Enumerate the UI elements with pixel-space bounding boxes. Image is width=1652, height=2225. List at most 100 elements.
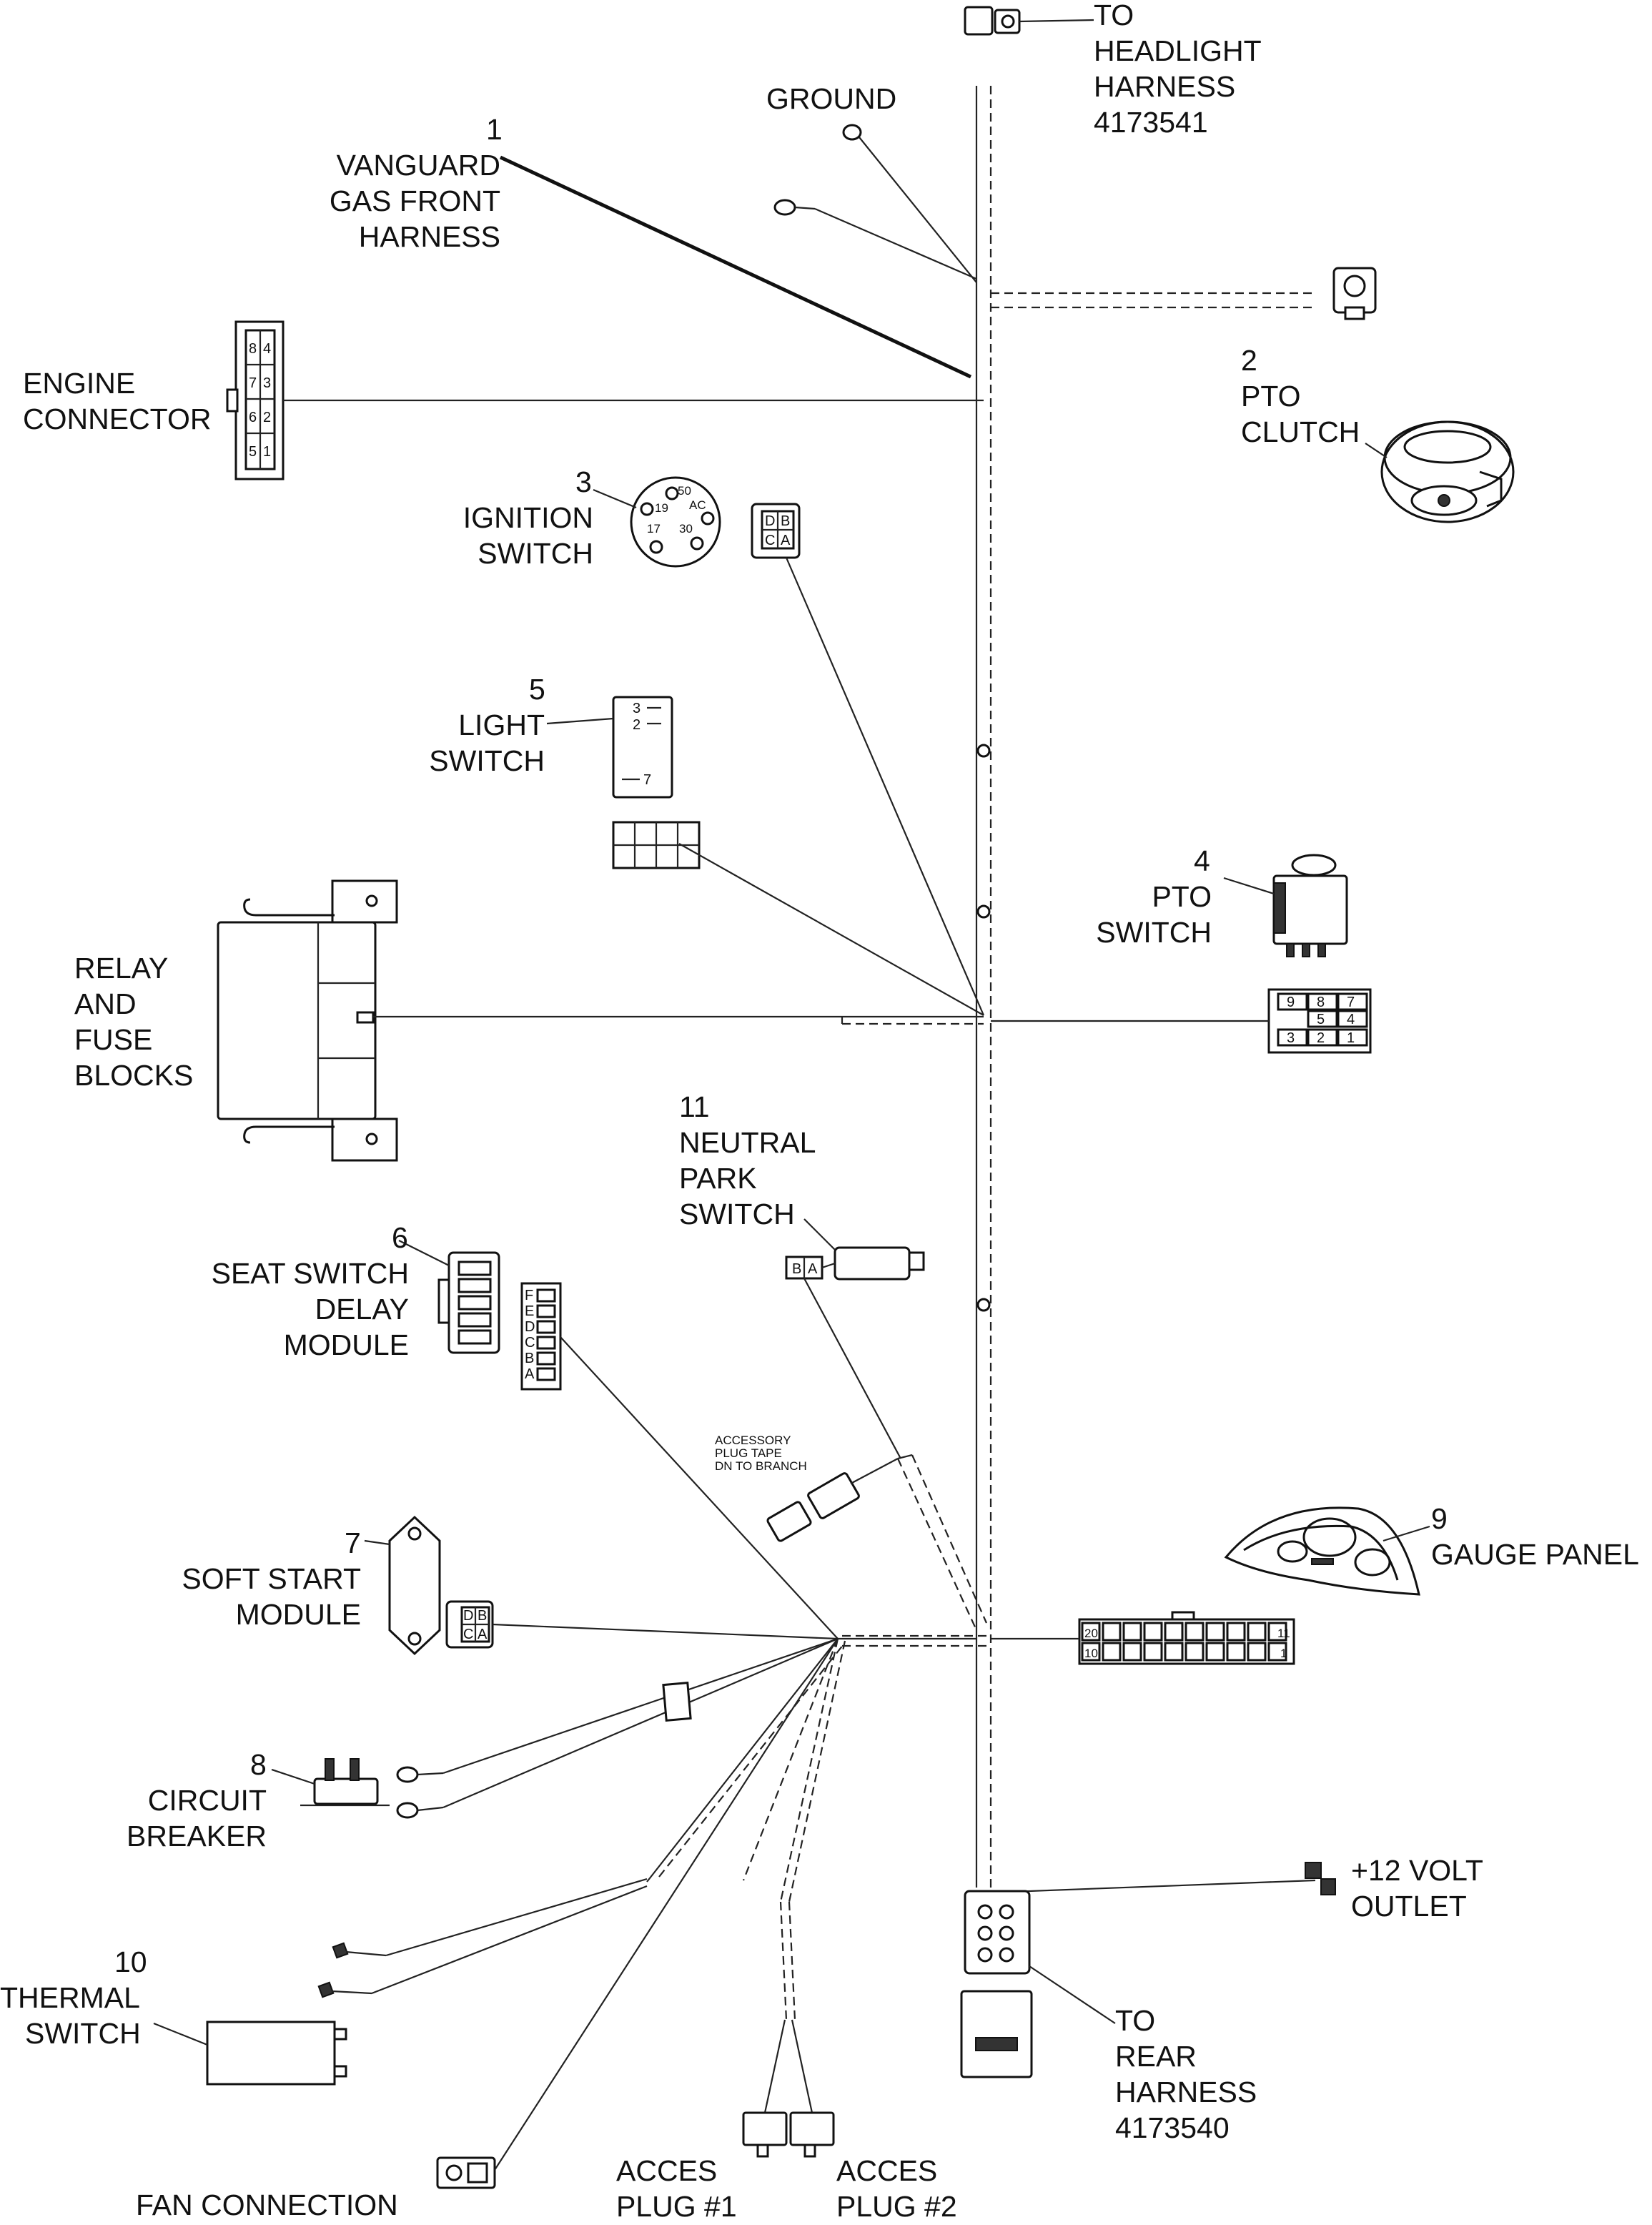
ground-label: GROUND	[766, 82, 896, 115]
ign-plug-c: C	[765, 533, 775, 548]
to-headlight-line4: 4173541	[1094, 106, 1208, 139]
fan-connection-label: FAN CONNECTION	[136, 2189, 398, 2221]
gauge-number: 9	[1431, 1502, 1448, 1535]
seat-number: 6	[392, 1221, 408, 1254]
breaker-sleeve	[662, 1681, 692, 1722]
to-headlight-line1: TO	[1094, 0, 1134, 31]
soft-plug-c: C	[463, 1627, 473, 1642]
accessory-plug-icon	[766, 1454, 988, 1631]
light-pin-7: 7	[643, 772, 651, 788]
gauge-plug-cell	[1247, 1622, 1267, 1642]
ignition-pin-30: 30	[679, 522, 693, 536]
soft-plug-d: D	[463, 1608, 473, 1624]
engine-pin-1: 1	[263, 444, 271, 460]
gauge-pin-11: 11	[1277, 1627, 1290, 1640]
gauge-plug-cell	[1143, 1642, 1163, 1662]
relay-line1: RELAY	[74, 952, 168, 985]
ignition-line1: IGNITION	[463, 501, 593, 534]
to-rear-line4: 4173540	[1115, 2111, 1230, 2144]
thermal-line2: SWITCH	[25, 2017, 141, 2050]
neutral-plug-a: A	[808, 1261, 818, 1277]
gauge-plug-cell	[1184, 1642, 1205, 1662]
engine-pin-8: 8	[249, 341, 257, 357]
engine-pin-2: 2	[263, 410, 271, 425]
to-rear-line2: REAR	[1115, 2040, 1197, 2073]
thermal-number: 10	[114, 1945, 147, 1978]
twelve-volt-outlet-icon	[990, 1862, 1336, 1895]
engine-pin-7: 7	[249, 375, 257, 391]
vanguard-line1: VANGUARD	[337, 149, 500, 182]
thermal-switch-icon	[153, 1638, 844, 2086]
gauge-pin-10: 10	[1084, 1647, 1098, 1660]
engine-pin-6: 6	[249, 410, 257, 425]
accessory-note-line3: DN TO BRANCH	[715, 1459, 807, 1473]
engine-pin-4: 4	[263, 341, 271, 357]
gauge-panel-icon	[1224, 1506, 1430, 1596]
pto-switch-line2: SWITCH	[1096, 916, 1212, 949]
light-switch-plug	[612, 821, 984, 1016]
vanguard-line2: GAS FRONT	[330, 184, 500, 217]
gauge-plug-cell	[1205, 1622, 1225, 1642]
ignition-plug	[751, 503, 985, 1016]
neutral-plug-b: B	[792, 1261, 801, 1277]
soft-plug-a: A	[478, 1627, 488, 1642]
ground-terminals	[773, 124, 977, 283]
upper-right-branch	[991, 267, 1377, 320]
engine-pin-5: 5	[249, 444, 257, 460]
soft-start-line1: SOFT START	[182, 1562, 361, 1595]
vanguard-leader	[499, 155, 972, 379]
seat-pin-a: A	[525, 1366, 535, 1382]
gauge-plug-cell	[1184, 1622, 1205, 1642]
relay-line4: BLOCKS	[74, 1059, 193, 1092]
twelve-volt-line1: +12 VOLT	[1351, 1854, 1483, 1887]
pto-clutch-line1: PTO	[1241, 380, 1301, 413]
soft-start-line2: MODULE	[236, 1598, 361, 1631]
twelve-volt-line2: OUTLET	[1351, 1890, 1467, 1923]
engine-connector	[226, 320, 984, 480]
light-switch-line1: LIGHT	[458, 709, 545, 741]
ignition-switch-icon	[593, 476, 721, 568]
pto-plug-4: 4	[1347, 1012, 1355, 1027]
pto-plug-5: 5	[1317, 1012, 1325, 1027]
headlight-connector	[964, 6, 1094, 36]
ignition-number: 3	[575, 465, 592, 498]
breaker-number: 8	[250, 1748, 267, 1781]
engine-connector-line2: CONNECTOR	[23, 403, 211, 435]
gauge-label: GAUGE PANEL	[1431, 1538, 1639, 1571]
gauge-plug-cell	[1081, 1622, 1101, 1642]
neutral-line3: SWITCH	[679, 1198, 795, 1230]
gauge-plug-cell	[1267, 1622, 1287, 1642]
breaker-line2: BREAKER	[127, 1820, 267, 1852]
gauge-pin-20: 20	[1084, 1627, 1098, 1640]
ign-plug-a: A	[781, 533, 791, 548]
to-rear-line1: TO	[1115, 2004, 1155, 2037]
gauge-plug-cell	[1102, 1642, 1122, 1662]
light-pin-2: 2	[633, 717, 640, 733]
relay-line2: AND	[74, 987, 137, 1020]
ignition-pin-19: 19	[655, 501, 668, 515]
to-headlight-line2: HEADLIGHT	[1094, 34, 1262, 67]
acces-plug2-line1: ACCES	[836, 2154, 937, 2187]
pto-switch-number: 4	[1194, 844, 1210, 877]
neutral-line1: NEUTRAL	[679, 1126, 816, 1159]
breaker-line1: CIRCUIT	[148, 1784, 267, 1817]
seat-line1: SEAT SWITCH	[212, 1257, 409, 1290]
pto-clutch-number: 2	[1241, 344, 1257, 377]
gauge-plug-cell	[1122, 1622, 1142, 1642]
acces-plug2-line2: PLUG #2	[836, 2190, 957, 2223]
soft-plug-b: B	[478, 1608, 487, 1624]
ignition-pin-17: 17	[647, 522, 661, 536]
pto-clutch-line2: CLUTCH	[1241, 415, 1360, 448]
gauge-plug-cell	[1102, 1622, 1122, 1642]
seat-pin-d: D	[525, 1319, 535, 1335]
gauge-plug-cell	[1205, 1642, 1225, 1662]
gauge-plug-cell	[1247, 1642, 1267, 1662]
neutral-park-switch-icon	[785, 1218, 925, 1459]
seat-switch-plug	[520, 1282, 839, 1639]
rear-harness-connector	[960, 1890, 1116, 2078]
ign-plug-d: D	[765, 513, 775, 529]
ignition-pin-ac: AC	[689, 498, 706, 512]
fan-connection-icon	[436, 1638, 839, 2189]
gauge-plug-cell	[1122, 1642, 1142, 1662]
